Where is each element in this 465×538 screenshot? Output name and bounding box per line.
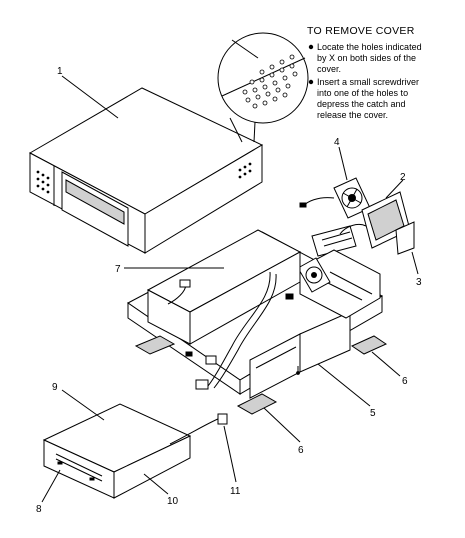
callout-8: 8 [36,504,42,515]
instructions-title: TO REMOVE COVER [307,25,415,37]
system-cover [28,87,264,254]
callout-4: 4 [334,137,340,148]
step-2-line-4: release the cover. [317,110,388,120]
callout-6-bottom: 6 [298,445,304,456]
power-supply [146,229,302,345]
media-drive [42,403,228,499]
bullet-2 [308,79,314,85]
step-2-line-3: depress the catch and [317,99,406,109]
leader-lines [41,75,419,503]
callout-7: 7 [115,264,121,275]
cable-harness [195,271,294,390]
callout-5: 5 [370,408,376,419]
step-1-line-3: cover. [317,64,341,74]
callout-1: 1 [57,66,63,77]
step-2-line-1: Insert a small screwdriver [317,77,419,87]
remove-cover-instructions: TO REMOVE COVER Locate the holes indicat… [307,25,422,120]
callout-11: 11 [230,486,241,497]
cooling-fan [299,177,371,219]
vent-holes-left [36,170,50,194]
bullet-1 [308,44,314,50]
callout-2: 2 [400,172,406,183]
magnified-holes [242,54,298,109]
magnified-detail-circle [217,32,309,143]
step-2-line-2: into one of the holes to [317,88,408,98]
step-1-line-2: by X on both sides of the [317,53,416,63]
step-1-line-1: Locate the holes indicated [317,42,422,52]
fan-bracket [311,191,415,257]
callout-6-right: 6 [402,376,408,387]
callout-10: 10 [167,496,179,507]
callout-9: 9 [52,382,58,393]
callout-3: 3 [416,277,422,288]
cover-catch-holes [238,162,252,179]
